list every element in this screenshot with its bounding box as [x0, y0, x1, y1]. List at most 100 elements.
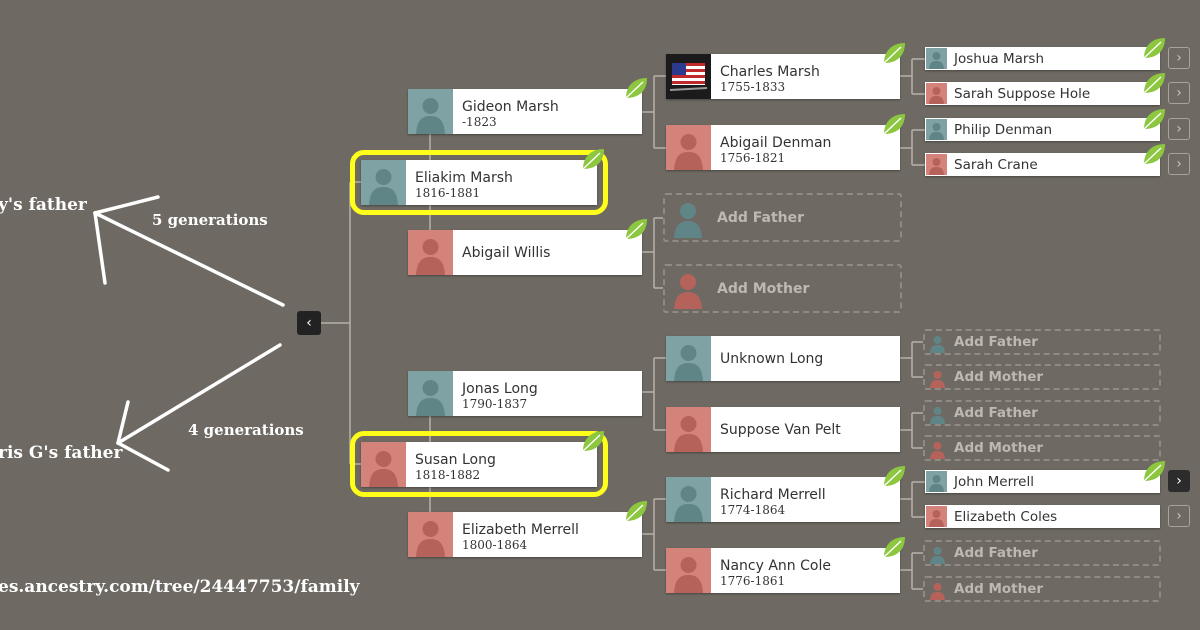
person-name: Jonas Long: [462, 381, 538, 397]
person-card-unknown-long[interactable]: Unknown Long: [666, 336, 900, 381]
expand-button[interactable]: ›: [1168, 153, 1190, 175]
person-card-gideon-marsh[interactable]: Gideon Marsh-1823: [408, 89, 642, 134]
highlight-ring-susan-long: [350, 431, 608, 497]
add-father-label: Add Father: [717, 209, 805, 226]
add-father-button[interactable]: Add Father: [663, 193, 902, 242]
annotation-label-top: y's father: [0, 195, 87, 215]
person-card-sarah-suppose-hole[interactable]: Sarah Suppose Hole: [925, 82, 1160, 105]
annotation-gen-top: 5 generations: [152, 211, 268, 229]
leaf-icon[interactable]: [580, 428, 606, 454]
leaf-icon[interactable]: [881, 40, 907, 66]
person-name: Charles Marsh: [720, 64, 820, 80]
add-mother-label: Add Mother: [954, 440, 1044, 456]
person-dates: -1823: [462, 115, 497, 129]
add-mother-label: Add Mother: [954, 581, 1044, 597]
person-name: Abigail Willis: [462, 244, 551, 261]
leaf-icon[interactable]: [1141, 106, 1167, 132]
female-silhouette-icon: [361, 442, 406, 487]
person-name: Abigail Denman: [720, 135, 832, 151]
person-name: Eliakim Marsh: [415, 170, 513, 186]
person-dates: 1790-1837: [462, 397, 528, 411]
female-silhouette-icon: [666, 407, 711, 452]
female-silhouette-icon: [926, 506, 947, 527]
female-silhouette-icon: [666, 548, 711, 593]
expand-button[interactable]: ›: [1168, 47, 1190, 69]
male-silhouette-icon: [666, 336, 711, 381]
add-mother-label: Add Mother: [717, 280, 810, 297]
person-name: Philip Denman: [954, 121, 1053, 138]
add-mother-button[interactable]: Add Mother: [663, 264, 902, 313]
flag-photo-icon: [666, 54, 711, 99]
person-dates: 1816-1881: [415, 186, 481, 200]
add-father-button[interactable]: Add Father: [923, 540, 1161, 566]
add-father-label: Add Father: [954, 334, 1038, 350]
person-card-joshua-marsh[interactable]: Joshua Marsh: [925, 47, 1160, 70]
female-silhouette-icon: [927, 579, 948, 600]
leaf-icon[interactable]: [623, 216, 649, 242]
add-father-label: Add Father: [954, 405, 1038, 421]
male-silhouette-icon: [926, 48, 947, 69]
chevron-right-icon: ›: [1176, 508, 1182, 524]
female-silhouette-icon: [926, 154, 947, 175]
person-name: Elizabeth Merrell: [462, 522, 579, 538]
female-silhouette-icon: [926, 83, 947, 104]
leaf-icon[interactable]: [1141, 35, 1167, 61]
person-dates: 1800-1864: [462, 538, 528, 552]
leaf-icon[interactable]: [1141, 141, 1167, 167]
expand-button[interactable]: ›: [1168, 82, 1190, 104]
leaf-icon[interactable]: [623, 498, 649, 524]
add-mother-button[interactable]: Add Mother: [923, 576, 1161, 602]
male-silhouette-icon: [408, 371, 453, 416]
add-mother-button[interactable]: Add Mother: [923, 364, 1161, 390]
person-name: Suppose Van Pelt: [720, 421, 841, 438]
male-silhouette-icon: [927, 403, 948, 424]
add-father-button[interactable]: Add Father: [923, 329, 1161, 355]
expand-button[interactable]: ›: [1168, 118, 1190, 140]
leaf-icon[interactable]: [881, 534, 907, 560]
male-silhouette-icon: [926, 119, 947, 140]
female-silhouette-icon: [671, 269, 705, 309]
leaf-icon[interactable]: [1141, 458, 1167, 484]
male-silhouette-icon: [927, 332, 948, 353]
male-silhouette-icon: [927, 543, 948, 564]
person-card-sarah-crane[interactable]: Sarah Crane: [925, 153, 1160, 176]
person-card-abigail-willis[interactable]: Abigail Willis: [408, 230, 642, 275]
leaf-icon[interactable]: [623, 75, 649, 101]
chevron-right-icon: ›: [1176, 156, 1182, 172]
person-name: Susan Long: [415, 452, 496, 468]
person-card-suppose-van-pelt[interactable]: Suppose Van Pelt: [666, 407, 900, 452]
add-father-button[interactable]: Add Father: [923, 400, 1161, 426]
add-mother-button[interactable]: Add Mother: [923, 435, 1161, 461]
person-name: Nancy Ann Cole: [720, 558, 831, 574]
collapse-tree-button[interactable]: ‹: [297, 311, 321, 335]
chevron-right-icon: ›: [1176, 85, 1182, 101]
male-silhouette-icon: [926, 471, 947, 492]
expand-button[interactable]: ›: [1168, 470, 1190, 492]
male-silhouette-icon: [408, 89, 453, 134]
leaf-icon[interactable]: [881, 463, 907, 489]
person-card-elizabeth-coles[interactable]: Elizabeth Coles: [925, 505, 1160, 528]
expand-button[interactable]: ›: [1168, 505, 1190, 527]
person-name: Gideon Marsh: [462, 99, 559, 115]
leaf-icon[interactable]: [580, 146, 606, 172]
leaf-icon[interactable]: [881, 111, 907, 137]
leaf-icon[interactable]: [1141, 70, 1167, 96]
person-card-philip-denman[interactable]: Philip Denman: [925, 118, 1160, 141]
male-silhouette-icon: [361, 160, 406, 205]
female-silhouette-icon: [666, 125, 711, 170]
person-card-john-merrell[interactable]: John Merrell: [925, 470, 1160, 493]
male-silhouette-icon: [671, 198, 705, 238]
female-silhouette-icon: [408, 230, 453, 275]
female-silhouette-icon: [927, 438, 948, 459]
female-silhouette-icon: [408, 512, 453, 557]
chevron-left-icon: ‹: [306, 315, 312, 331]
